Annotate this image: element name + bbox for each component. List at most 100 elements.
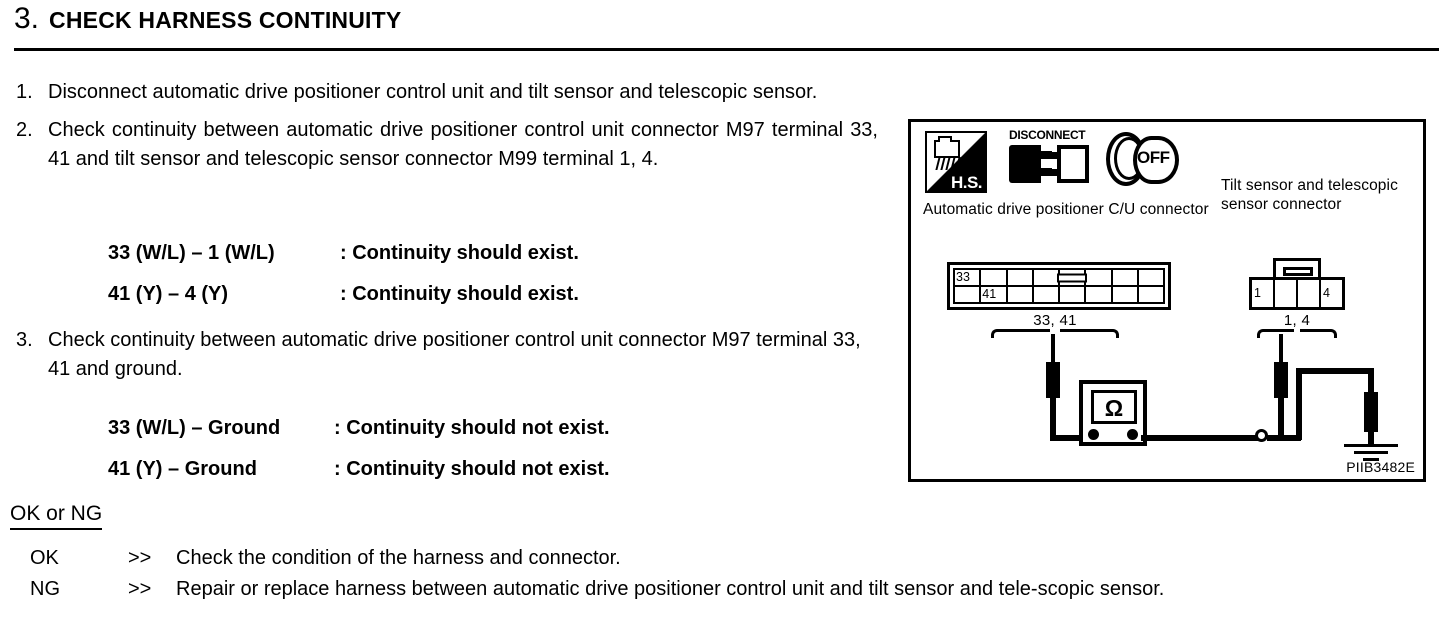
meter-terminal-right (1127, 429, 1138, 440)
connector-slot-glyph (1283, 267, 1313, 276)
pin-cell: 4 (1323, 286, 1330, 300)
pin-row-bottom: 41 (955, 287, 1163, 302)
ignition-off-label: OFF (1137, 148, 1170, 167)
meter-terminal-left (1088, 429, 1099, 440)
step-text: Disconnect automatic drive positioner co… (48, 81, 818, 103)
pin-cell (955, 287, 982, 302)
ok-label: OK (30, 547, 59, 569)
pin-cell (1113, 287, 1139, 302)
continuity-spec-list-1: 33 (W/L) – 1 (W/L) : Continuity should e… (108, 233, 579, 315)
brace-glyph (991, 329, 1119, 341)
arrow-marker: >> (128, 578, 152, 600)
step-number: 3. (16, 329, 33, 351)
disconnect-icon: DISCONNECT (1007, 128, 1093, 192)
ng-result-row: NG >> Repair or replace harness between … (30, 574, 1450, 604)
pin-cell: 1 (1252, 280, 1275, 307)
pin-cell: 41 (981, 287, 1008, 302)
page-title: CHECK HARNESS CONTINUITY (49, 7, 402, 33)
plug-male-glyph (1009, 145, 1052, 183)
wiring-diagram-figure: H.S. DISCONNECT OFF Automatic drive posi… (908, 119, 1426, 482)
pin-cell (1113, 270, 1139, 285)
pin-cell (1298, 280, 1321, 307)
step-text: Check continuity between automatic drive… (48, 329, 861, 380)
spec-terminals: 41 (Y) – 4 (Y) (108, 283, 229, 305)
pin-cell (1034, 287, 1060, 302)
pin-cell (1034, 270, 1060, 285)
pin-cell (1139, 270, 1163, 285)
pin-cell (1008, 287, 1034, 302)
pin-cell (1060, 287, 1087, 302)
continuity-spec-list-2: 33 (W/L) – Ground : Continuity should no… (108, 408, 610, 490)
wire-junction-dot (1255, 429, 1268, 442)
middle-probe-wire (1279, 334, 1283, 362)
step-number: 2. (16, 119, 33, 141)
ignition-off-icon: OFF (1105, 128, 1183, 192)
step-text: Check continuity between automatic drive… (48, 119, 878, 170)
key-head-glyph (1133, 136, 1179, 184)
left-lead-vertical (1050, 398, 1056, 440)
procedure-step-3: 3. Check continuity between automatic dr… (0, 326, 900, 384)
pin-cell-slot (1057, 270, 1088, 285)
pin-cell (1008, 270, 1034, 285)
ok-result-row: OK >> Check the condition of the harness… (30, 543, 1450, 573)
spec-terminals: 41 (Y) – Ground (108, 458, 257, 480)
ground-probe-tip (1364, 392, 1378, 432)
connector-pins-glyph (935, 157, 961, 171)
plug-female-glyph (1049, 145, 1089, 183)
pin-cell (1086, 287, 1113, 302)
figure-id: PIIB3482E (1346, 459, 1415, 475)
left-terminal-leader: 33, 41 (991, 312, 1119, 341)
spec-terminals: 33 (W/L) – Ground (108, 417, 281, 439)
spec-result: : Continuity should exist. (340, 242, 579, 264)
right-terminal-leader-label: 1, 4 (1283, 312, 1311, 329)
meter-right-lead (1141, 435, 1263, 441)
junction-to-loop-wire (1267, 435, 1301, 441)
right-connector-pinout: 1 4 (1249, 258, 1345, 310)
brace-glyph (1257, 329, 1337, 341)
procedure-step-2: 2. Check continuity between automatic dr… (0, 116, 900, 174)
spec-row: 33 (W/L) – 1 (W/L) : Continuity should e… (108, 233, 579, 274)
ground-lead-top-horizontal (1296, 368, 1374, 374)
left-terminal-leader-label: 33, 41 (1033, 312, 1077, 329)
connector-slot-glyph (1057, 273, 1088, 282)
spec-result: : Continuity should exist. (340, 283, 579, 305)
middle-lead-vertical (1278, 398, 1284, 438)
left-lead-horizontal (1050, 435, 1086, 441)
spec-row: 41 (Y) – Ground : Continuity should not … (108, 449, 610, 490)
spec-terminals: 33 (W/L) – 1 (W/L) (108, 242, 275, 264)
spec-result: : Continuity should not exist. (334, 458, 610, 480)
hs-label: H.S. (950, 173, 983, 192)
pin-cell (1086, 270, 1113, 285)
section-header: 3. CHECK HARNESS CONTINUITY (14, 2, 1439, 51)
spec-row: 41 (Y) – 4 (Y) : Continuity should exist… (108, 274, 579, 315)
ng-label: NG (30, 578, 60, 600)
header-divider (14, 48, 1439, 51)
right-connector-caption: Tilt sensor and telescopic sensor connec… (1221, 177, 1398, 213)
connector-tab-glyph (1273, 258, 1321, 280)
left-connector-pinout: 33 41 (947, 262, 1171, 310)
ok-action-text: Check the condition of the harness and c… (176, 547, 621, 569)
ng-action-text: Repair or replace harness between automa… (176, 578, 1165, 600)
step-number: 1. (16, 81, 33, 103)
connector-glyph (934, 136, 960, 158)
left-connector-caption: Automatic drive positioner C/U connector (923, 201, 1209, 218)
spec-result: : Continuity should not exist. (334, 417, 610, 439)
ohm-symbol: Ω (1091, 390, 1137, 424)
pin-cell: 33 (955, 270, 982, 285)
pin-cell (1275, 280, 1298, 307)
ground-lead-right-vertical (1368, 368, 1374, 406)
procedure-step-1: 1. Disconnect automatic drive positioner… (0, 78, 1300, 107)
ohmmeter: Ω (1079, 380, 1147, 446)
ground-probe-wire (1368, 428, 1374, 446)
arrow-marker: >> (128, 547, 152, 569)
pin-row-top: 33 (955, 270, 1163, 287)
ground-symbol (1341, 444, 1401, 466)
harness-side-icon: H.S. (925, 131, 987, 193)
spec-row: 33 (W/L) – Ground : Continuity should no… (108, 408, 610, 449)
pin-cell (1139, 287, 1163, 302)
middle-probe-tip (1274, 362, 1288, 398)
left-probe-wire (1051, 334, 1055, 362)
pin-cell (981, 270, 1008, 285)
disconnect-label: DISCONNECT (1009, 128, 1086, 142)
section-number: 3. (14, 2, 40, 35)
